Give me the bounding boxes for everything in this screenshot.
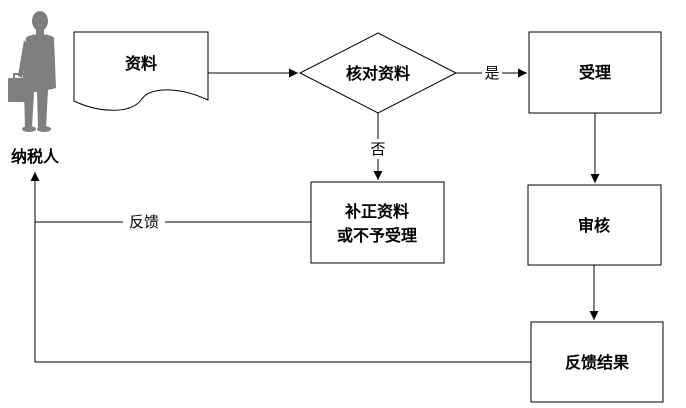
actor-label: 纳税人 xyxy=(11,147,60,166)
result-node-label: 反馈结果 xyxy=(565,353,629,372)
yes-label: 是 xyxy=(484,64,499,82)
no-label: 否 xyxy=(370,140,385,158)
correct-node-label-line2: 或不予受理 xyxy=(337,226,417,245)
document-node-label: 资料 xyxy=(125,54,157,73)
correct-node: 补正资料 或不予受理 xyxy=(310,181,445,264)
decision-node: 核对资料 xyxy=(298,32,458,114)
accept-node: 受理 xyxy=(528,31,662,114)
correct-node-label-line1: 补正资料 xyxy=(344,202,409,221)
yes-label-bg xyxy=(482,63,502,83)
review-node: 审核 xyxy=(527,184,662,266)
businessman-icon xyxy=(8,11,56,132)
result-node: 反馈结果 xyxy=(530,321,664,403)
review-node-label: 审核 xyxy=(578,216,610,235)
decision-node-label: 核对资料 xyxy=(346,64,410,83)
feedback-label: 反馈 xyxy=(129,213,159,231)
feedback-label-bg xyxy=(123,212,165,232)
accept-node-label: 受理 xyxy=(579,63,611,82)
document-node: 资料 xyxy=(73,31,209,111)
edge-result-to-actor xyxy=(30,172,531,363)
no-label-bg xyxy=(368,139,388,159)
